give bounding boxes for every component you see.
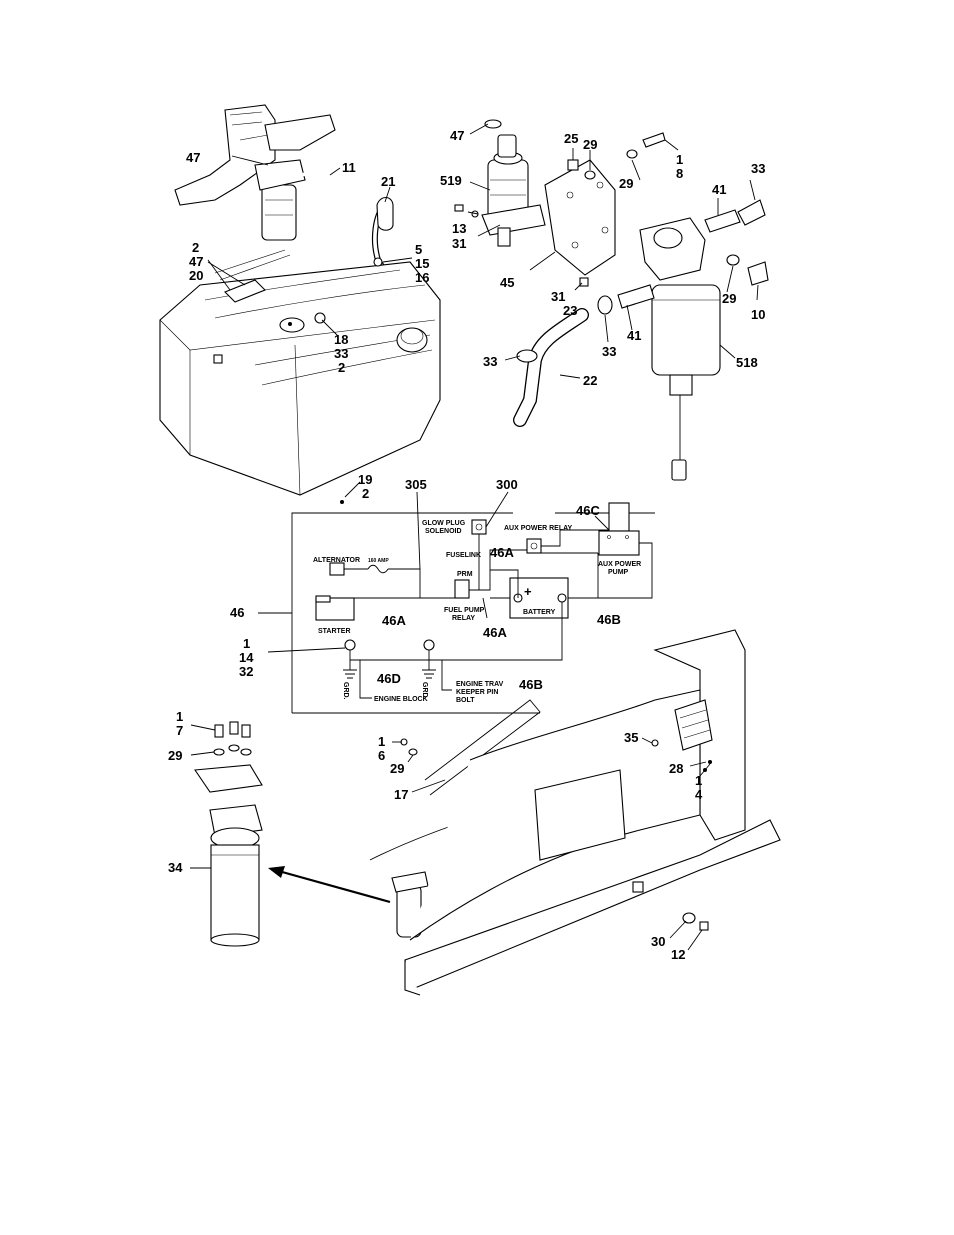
wiring-component-labels: GLOW PLUG SOLENOID AUX POWER RELAY FUSEL… [313, 520, 641, 704]
callout-35: 35 [624, 730, 638, 745]
callout-17: 17 [394, 787, 408, 802]
callout-11: 11 [342, 160, 356, 175]
callout-15: 15 [415, 256, 429, 271]
label-pump: PUMP [608, 569, 629, 576]
callout-46A: 46A [490, 545, 514, 560]
callout-47: 47 [186, 150, 200, 165]
label-prm: PRM [457, 571, 473, 578]
callout-1: 1 [695, 773, 702, 788]
callout-46: 46 [230, 605, 244, 620]
callout-518: 518 [736, 355, 758, 370]
callout-31: 31 [452, 236, 466, 251]
wiring-leader-lines [258, 491, 610, 653]
callout-33: 33 [483, 354, 497, 369]
callout-30: 30 [651, 934, 665, 949]
fuel-filter-assembly [454, 119, 769, 481]
callout-5: 5 [415, 242, 422, 257]
label-starter: STARTER [318, 628, 351, 635]
label-aux-power-relay: AUX POWER RELAY [504, 525, 573, 532]
callout-33: 33 [751, 161, 765, 176]
callout-13: 13 [452, 221, 466, 236]
label-ground-1: GRD. [342, 682, 349, 700]
callout-1: 1 [378, 734, 385, 749]
wiring-schematic [291, 502, 655, 714]
callout-2: 2 [338, 360, 345, 375]
callout-41: 41 [627, 328, 641, 343]
label-fuel-pump: FUEL PUMP [444, 607, 485, 614]
callout-46B: 46B [519, 677, 543, 692]
label-solenoid: SOLENOID [425, 528, 462, 535]
callout-41: 41 [712, 182, 726, 197]
callout-34: 34 [168, 860, 183, 875]
callout-46C: 46C [576, 503, 600, 518]
callout-18: 18 [334, 332, 348, 347]
callout-4: 4 [695, 787, 703, 802]
label-engine-block: ENGINE BLOCK [374, 696, 428, 703]
label-aux-power: AUX POWER [598, 561, 641, 568]
callout-2: 2 [192, 240, 199, 255]
callout-31: 31 [551, 289, 565, 304]
label-battery: BATTERY [523, 609, 556, 616]
label-bolt: BOLT [456, 697, 475, 704]
callout-29: 29 [619, 176, 633, 191]
callout-33: 33 [334, 346, 348, 361]
callout-7: 7 [176, 723, 183, 738]
callout-305: 305 [405, 477, 427, 492]
callout-47: 47 [189, 254, 203, 269]
callout-8: 8 [676, 166, 683, 181]
label-alternator: ALTERNATOR [313, 557, 360, 564]
callout-46A: 46A [483, 625, 507, 640]
callout-16: 16 [415, 270, 429, 285]
frame-leader-lines [190, 724, 711, 951]
callout-14: 14 [239, 650, 254, 665]
label-battery-plus: + [524, 584, 532, 599]
callout-29: 29 [722, 291, 736, 306]
callout-1: 1 [176, 709, 183, 724]
label-relay: RELAY [452, 615, 475, 622]
callout-28: 28 [669, 761, 683, 776]
label-keeper-pin: KEEPER PIN [456, 689, 498, 696]
callout-29: 29 [583, 137, 597, 152]
callout-21: 21 [381, 174, 395, 189]
callout-46D: 46D [377, 671, 401, 686]
callout-29: 29 [390, 761, 404, 776]
tank-leader-lines [207, 155, 413, 498]
label-engine-trav: ENGINE TRAV [456, 681, 504, 688]
frame-rail-assembly [369, 629, 781, 996]
callout-numbers: 47 11 21 2 47 20 5 15 16 18 33 2 19 2 47… [168, 128, 765, 962]
callout-12: 12 [671, 947, 685, 962]
callout-33: 33 [602, 344, 616, 359]
callout-25: 25 [564, 131, 578, 146]
label-glow-plug: GLOW PLUG [422, 520, 466, 527]
callout-46B: 46B [597, 612, 621, 627]
label-ground-2: GRD. [421, 682, 428, 700]
callout-22: 22 [583, 373, 597, 388]
callout-29: 29 [168, 748, 182, 763]
callout-32: 32 [239, 664, 253, 679]
callout-10: 10 [751, 307, 765, 322]
callout-6: 6 [378, 748, 385, 763]
callout-46A: 46A [382, 613, 406, 628]
callout-2: 2 [362, 486, 369, 501]
callout-20: 20 [189, 268, 203, 283]
callout-23: 23 [563, 303, 577, 318]
secondary-filter-assembly [194, 721, 429, 947]
callout-519: 519 [440, 173, 462, 188]
callout-1: 1 [676, 152, 683, 167]
callout-19: 19 [358, 472, 372, 487]
label-amp-rating: 160 AMP [368, 558, 389, 564]
callout-300: 300 [496, 477, 518, 492]
callout-45: 45 [500, 275, 514, 290]
fuel-tank-assembly [159, 104, 441, 504]
label-fuselink: FUSELINK [446, 552, 481, 559]
filter-leader-lines [467, 123, 759, 379]
callout-47: 47 [450, 128, 464, 143]
callout-1: 1 [243, 636, 250, 651]
